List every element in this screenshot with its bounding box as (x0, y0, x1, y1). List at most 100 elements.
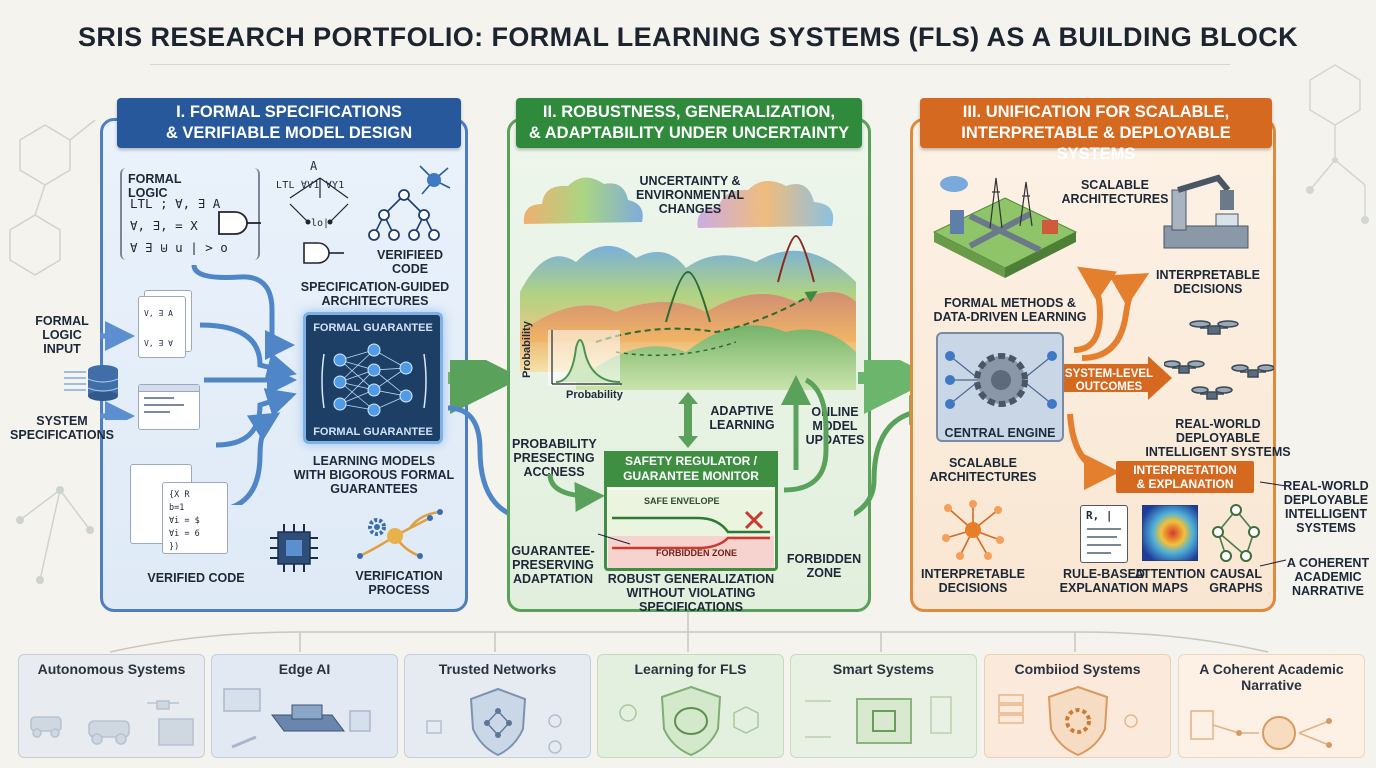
spec-document: V, ∃ A V, ∃ ∀ (138, 296, 186, 358)
fm-line: FORMAL METHODS & (944, 296, 1076, 310)
lm-line: WITH BIGOROUS FORMAL (293, 468, 455, 482)
molecule-decoration-right (1306, 64, 1369, 224)
edge-chip-icon (223, 688, 371, 749)
autonomous-vehicles-icon (30, 700, 194, 746)
formal-logic-title: FORMAL LOGIC (128, 172, 182, 200)
formal-methods-label: FORMAL METHODS & DATA-DRIVEN LEARNING (930, 296, 1090, 324)
robot-arm-icon (1163, 174, 1249, 249)
chip-icon (270, 524, 318, 572)
adaptive-learning-arrow (678, 392, 698, 448)
tile-trusted-networks[interactable]: Trusted Networks (404, 654, 591, 758)
code-line: b=1 (169, 503, 185, 513)
tile-smart-systems[interactable]: Smart Systems (790, 654, 977, 758)
sam-line: SCALABLE (948, 456, 1018, 470)
title-divider (150, 64, 1230, 65)
guarantee-top-label: FORMAL GUARANTEE (313, 322, 433, 334)
robust-generalization-label: ROBUST GENERALIZATION WITHOUT VIOLATING … (580, 572, 802, 614)
verified-code-label-bottom: VERIFIED CODE (147, 571, 245, 585)
narrative-network-icon (1190, 710, 1332, 750)
tile-autonomous-systems[interactable]: Autonomous Systems (18, 654, 205, 758)
rg-line: ROBUST GENERALIZATION (607, 572, 775, 586)
verified-code-label-top: VERIFIEED CODE (377, 248, 443, 276)
panel3-heading-line1: III. UNIFICATION FOR SCALABLE, (962, 103, 1230, 121)
tree-row-label: LTL ∀V1 ∀Y1 (276, 180, 345, 191)
central-engine-label: CENTRAL ENGINE (944, 426, 1056, 440)
rb-line: RULE-BASED (1063, 567, 1145, 581)
id-line: DECISIONS (1173, 282, 1243, 296)
pp-line: PROBABILITY (512, 437, 597, 451)
adaptive-learning-label: ADAPTIVE LEARNING (702, 404, 782, 432)
sam-line: ARCHITECTURES (929, 470, 1037, 484)
sl-line: SYSTEM-LEVEL (1064, 368, 1154, 380)
formula-line: LTL ; ∀, ∃ A (130, 196, 221, 211)
code-line: ∀i = 6 (169, 529, 200, 539)
verification-neuron-icon (357, 509, 443, 559)
syntax-tree-icon (289, 177, 349, 225)
ss-line: SPECIFICATIONS (10, 428, 114, 442)
code-line: }) (169, 542, 180, 552)
prob-preserving-arrow (547, 473, 605, 512)
smart-city-icon (932, 176, 1078, 278)
molecule-decoration-left (9, 119, 96, 584)
srw-line: SYSTEMS (1296, 521, 1356, 535)
doc-text: V, ∃ ∀ (144, 339, 173, 348)
interpretable-decisions-bottom-label: INTERPRETABLE DECISIONS (918, 567, 1028, 595)
brain-shield-icon (619, 685, 759, 757)
rule-based-label: RULE-BASED EXPLANATION (1056, 567, 1152, 595)
side-coherent-narrative-label: A COHERENT ACADEMIC NARRATIVE (1280, 556, 1376, 598)
tile-label: Autonomous Systems (37, 661, 186, 677)
drone-swarm-icon (1164, 320, 1274, 400)
doc-text: V, ∃ A (144, 309, 173, 318)
panel1-heading-line2: & VERIFIABLE MODEL DESIGN (165, 124, 413, 142)
learning-models-label: LEARNING MODELS WITH BIGOROUS FORMAL GUA… (286, 454, 462, 496)
tree-top-label: A (310, 159, 318, 173)
probability-preserving-label: PROBABILITY PRESECTING ACCNESS (512, 437, 597, 479)
spec-guided-label: SPECIFICATION-GUIDED ARCHITECTURES (290, 280, 460, 308)
srw-line: DEPLOYABLE (1283, 493, 1369, 507)
page-title: SRIS RESEARCH PORTFOLIO: FORMAL LEARNING… (77, 22, 1299, 52)
tile-edge-ai[interactable]: Edge AI (211, 654, 398, 758)
idb-line: DECISIONS (938, 581, 1008, 595)
scalable-architectures-mid-label: SCALABLE ARCHITECTURES (928, 456, 1038, 484)
panel2-heading: II. ROBUSTNESS, GENERALIZATION, & ADAPTA… (516, 98, 862, 148)
spec-guided-line2: ARCHITECTURES (321, 294, 429, 308)
rule-based-document: R, | (1080, 505, 1128, 563)
scn-line: ACADEMIC (1294, 570, 1362, 584)
guarantee-preserving-arrow (597, 533, 631, 545)
pp-line: PRESECTING (513, 451, 595, 465)
tile-label: Learning for FLS (634, 661, 747, 677)
flow-arrows-panel1 (191, 264, 297, 505)
panel3-heading-line2: INTERPRETABLE & DEPLOYABLE SYSTEMS (961, 124, 1231, 163)
tile-label: Edge AI (278, 661, 331, 677)
panel1-heading: I. FORMAL SPECIFICATIONS & VERIFIABLE MO… (117, 98, 461, 148)
fli-line: LOGIC (42, 328, 82, 342)
gp-line: ADAPTATION (512, 572, 594, 586)
and-gate-icon (303, 242, 344, 264)
attention-maps-label: ATTENTION MAPS (1130, 567, 1210, 595)
tile-coherent-narrative[interactable]: A Coherent Academic Narrative (1178, 654, 1365, 758)
probability-curve (551, 330, 622, 385)
al-line: ADAPTIVE (710, 404, 774, 418)
tile-learning-for-fls[interactable]: Learning for FLS (597, 654, 784, 758)
pp-line: ACCNESS (523, 465, 585, 479)
srw-line: INTELLIGENT (1285, 507, 1367, 521)
outcome-arrows-up (1073, 266, 1150, 361)
sr-line: GUARANTEE MONITOR (623, 469, 759, 483)
central-engine-box (936, 332, 1064, 442)
sa-line: ARCHITECTURES (1061, 192, 1169, 206)
safe-envelope-label: SAFE ENVELOPE (644, 496, 720, 506)
srw-line: REAL-WORLD (1283, 479, 1369, 493)
gp-line: PRESERVING (512, 558, 594, 572)
hierarchy-tree-icon (368, 189, 440, 241)
cg-line: CAUSAL (1209, 567, 1263, 581)
scn-line: A COHERENT (1286, 556, 1370, 570)
fli-line: INPUT (43, 342, 81, 356)
fli-line: FORMAL (35, 314, 89, 328)
rule-doc-text: R, | (1086, 509, 1113, 522)
lm-line: LEARNING MODELS (312, 454, 436, 468)
ie-line: & EXPLANATION (1136, 477, 1234, 491)
interpretation-arrow (1067, 413, 1120, 490)
ue-line: UNCERTAINTY & (639, 174, 741, 188)
formal-logic-box (120, 168, 260, 260)
tile-combined-systems[interactable]: Combiiod Systems (984, 654, 1171, 758)
